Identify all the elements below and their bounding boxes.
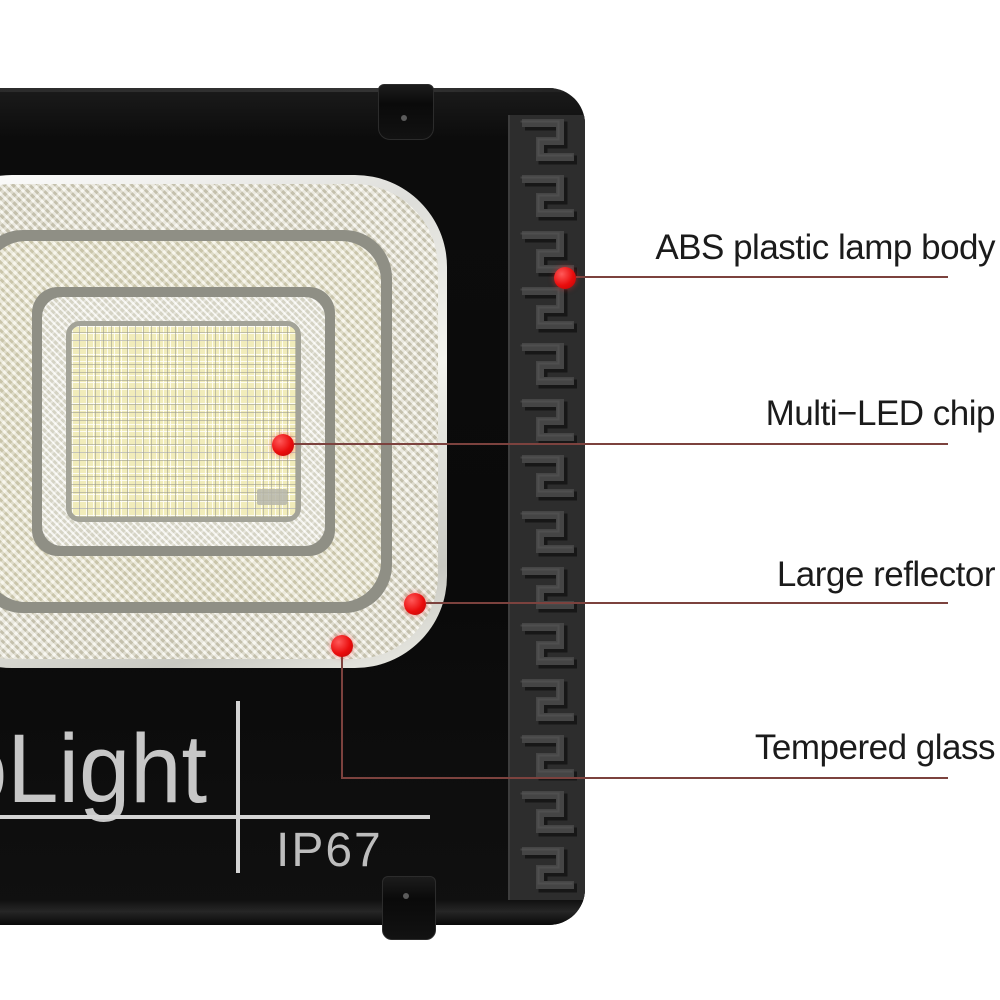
glass-knurl-ring-outer: [0, 184, 438, 659]
callout-label-led-chip: Multi−LED chip: [765, 394, 996, 433]
mounting-clip-bottom: [382, 876, 436, 940]
tempered-glass-edge: [0, 175, 447, 668]
callout-dot-abs-body: [554, 267, 576, 289]
callout-label-abs-body: ABS plastic lamp body: [655, 228, 995, 267]
brand-logo-text: oLight: [0, 714, 208, 823]
lamp-body: [0, 88, 585, 925]
bottom-bezel: [0, 900, 585, 925]
leader-line-reflector: [426, 602, 948, 604]
reflector-ring-inner: [42, 297, 325, 546]
callout-label-tempered-glass: Tempered glass: [754, 728, 996, 767]
brand-divider-horizontal: [0, 815, 430, 819]
led-chip-panel: [66, 321, 301, 522]
ip-rating-text: IP67: [276, 824, 383, 877]
leader-line-led-chip: [294, 443, 948, 445]
callout-dot-tempered-glass: [331, 635, 353, 657]
callout-dot-led-chip: [272, 434, 294, 456]
callout-dot-reflector: [404, 593, 426, 615]
reflector-ring-middle: [0, 241, 381, 602]
callout-label-reflector: Large reflector: [776, 555, 996, 594]
clip-screw-icon: [401, 115, 407, 121]
brand-divider-vertical: [236, 701, 240, 873]
ring-separator-outer: [0, 230, 392, 613]
heat-fin-ribs-icon: [508, 115, 585, 905]
ring-separator-inner: [32, 287, 335, 556]
clip-screw-icon: [403, 893, 409, 899]
leader-line-tempered-glass: [341, 777, 948, 779]
leader-line-abs-body: [576, 276, 948, 278]
mounting-clip-top: [378, 84, 434, 140]
leader-line-tempered-glass-vertical: [341, 652, 343, 778]
led-panel-connector-mark: [257, 489, 287, 505]
